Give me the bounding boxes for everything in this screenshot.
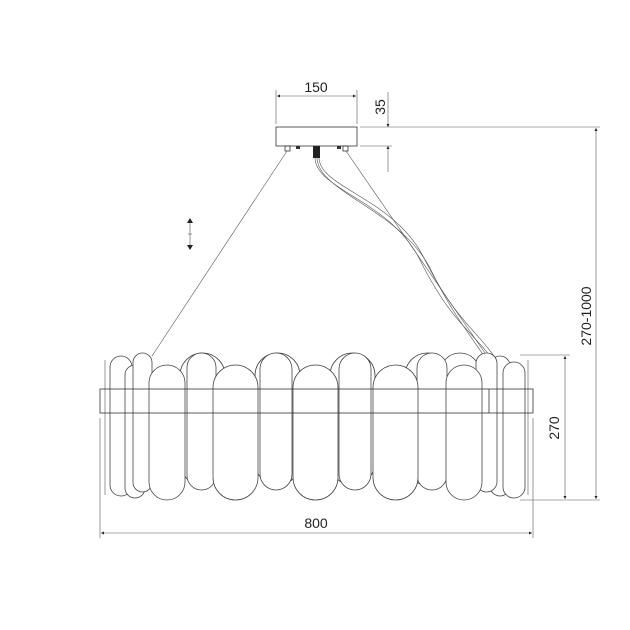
glass-disc (186, 352, 217, 491)
dimension-overall-height: 270-1000 (578, 128, 598, 499)
glass-disc (148, 364, 186, 501)
glass-disc (259, 352, 293, 491)
dimension-label: 270 (546, 416, 562, 440)
glass-disc (416, 352, 448, 491)
suspension-cables (151, 150, 488, 357)
dimension-diameter: 800 (99, 418, 534, 538)
glass-disc (338, 352, 372, 491)
height-adjustable-icon (187, 218, 193, 250)
dimension-label: 800 (304, 515, 328, 531)
dimension-canopy-height: 35 (360, 92, 600, 172)
dimension-label: 150 (304, 79, 328, 95)
glass-discs (104, 352, 529, 501)
dimension-label: 270-1000 (578, 286, 594, 345)
glass-disc (502, 361, 526, 499)
dimension-canopy-width: 150 (275, 79, 358, 124)
dimension-label: 35 (372, 99, 388, 115)
glass-disc (292, 364, 339, 501)
glass-disc (212, 364, 259, 501)
power-cord (314, 157, 495, 357)
dimension-body-height: 270 (520, 354, 600, 501)
glass-disc (372, 364, 419, 501)
canopy (275, 126, 358, 158)
ring-band (99, 388, 534, 414)
glass-disc (445, 364, 483, 501)
